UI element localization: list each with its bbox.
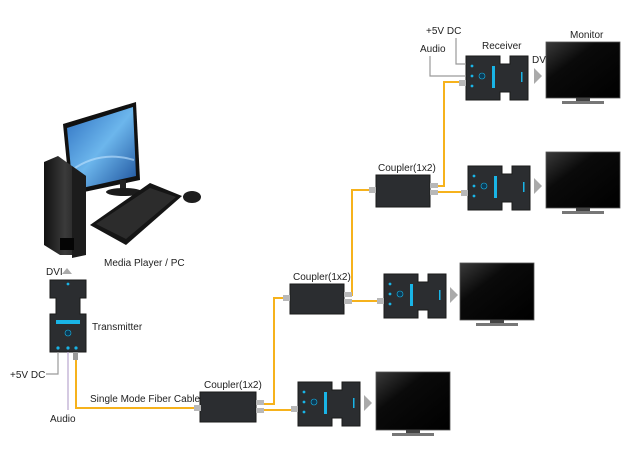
tx-power-wire — [46, 352, 59, 375]
receiver-3 — [377, 273, 447, 319]
rx-power-label: +5V DC — [426, 26, 461, 37]
dvi-arrow-icon — [364, 395, 372, 411]
pc-tower-icon — [44, 156, 86, 258]
cable-label: Single Mode Fiber Cable — [90, 394, 200, 405]
monitor-4 — [375, 371, 451, 436]
media-player-pc — [44, 102, 201, 258]
receiver-label: Receiver — [482, 41, 522, 52]
coupler-2 — [283, 283, 352, 315]
tx-audio-label: Audio — [50, 414, 76, 425]
pc-monitor-icon — [63, 102, 142, 196]
coupler-3 — [369, 174, 438, 208]
dvi-source-label: DVI — [46, 267, 63, 278]
transmitter-logo — [56, 320, 80, 324]
fiber-tx-to-coupler-1 — [75, 360, 198, 409]
coupler-2-label: Coupler(1x2) — [293, 272, 351, 283]
rx-power-wire — [455, 38, 466, 65]
dvi-arrow-icon — [450, 287, 458, 303]
rx-audio-label: Audio — [420, 44, 446, 55]
coupler-1-label: Coupler(1x2) — [204, 380, 262, 391]
dvi-arrow-icon — [534, 68, 542, 84]
keyboard-icon — [90, 183, 182, 245]
source-label: Media Player / PC — [104, 258, 185, 269]
receiver-2 — [461, 165, 531, 211]
rx-audio-wire — [429, 56, 466, 77]
fiber-coupler-1-to-coupler-2 — [264, 297, 284, 405]
dvi-arrow-icon — [534, 178, 542, 194]
mouse-icon — [183, 191, 201, 203]
coupler-3-label: Coupler(1x2) — [378, 163, 436, 174]
receiver-1 — [459, 55, 529, 101]
dvi-out-label: DVI — [532, 55, 549, 66]
dvi-up-arrow-icon — [62, 268, 72, 274]
coupler-1 — [194, 391, 264, 423]
fiber-cables — [75, 81, 464, 411]
tx-power-label: +5V DC — [10, 370, 45, 381]
receiver-4 — [291, 381, 361, 427]
transmitter-device — [49, 279, 87, 353]
monitor-label: Monitor — [570, 30, 604, 41]
transmitter-label: Transmitter — [92, 322, 143, 333]
monitor-2 — [545, 151, 621, 214]
monitor-3 — [459, 262, 535, 326]
fiber-coupler-2-to-coupler-3 — [350, 189, 370, 296]
fiber-coupler-3-to-receiver-1 — [436, 81, 460, 187]
monitor-1 — [545, 41, 621, 104]
